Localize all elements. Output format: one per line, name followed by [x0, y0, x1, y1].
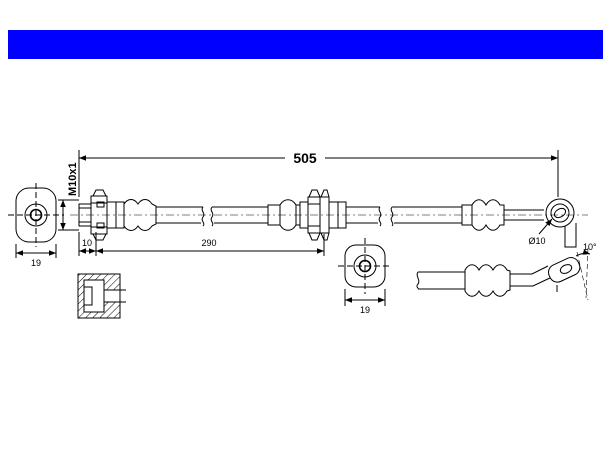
bend-angle-label: 10°	[583, 242, 597, 252]
overall-length-label: 505	[293, 150, 317, 166]
thread-label: M10x1	[67, 162, 79, 196]
reference-number: 331083	[384, 60, 464, 86]
bottom-dimensions	[78, 232, 325, 256]
center-width-label: 19	[360, 305, 370, 315]
thread-dimension	[58, 199, 79, 231]
eye-diameter-label: Ø10	[528, 236, 545, 246]
title-bar: 24.5290-0505.3 331083	[8, 30, 603, 86]
part-number: 24.5290-0505.3	[174, 60, 343, 86]
left-width-label: 19	[31, 258, 41, 268]
hose-assembly	[70, 189, 588, 248]
section-view	[77, 273, 126, 319]
eye-diameter-leader	[538, 218, 553, 235]
bent-detail-view	[416, 247, 591, 301]
left-end-view	[8, 183, 64, 258]
overall-length-dimension	[78, 150, 559, 197]
center-end-view	[338, 238, 392, 306]
clamp-position-label: 290	[201, 238, 216, 248]
thread-length-label: 10	[82, 238, 92, 248]
title-text: 24.5290-0505.3 331083	[8, 30, 603, 86]
